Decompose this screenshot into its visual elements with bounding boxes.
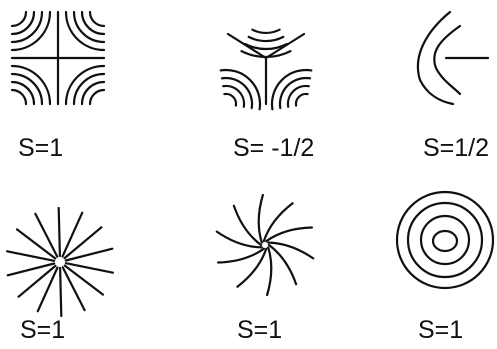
field-line — [80, 10, 106, 36]
field-line — [10, 10, 52, 52]
field-line — [217, 247, 265, 264]
field-line — [219, 68, 262, 111]
field-line — [247, 35, 285, 43]
field-line — [223, 92, 238, 107]
field-line — [10, 72, 44, 106]
radial-aster-icon — [5, 206, 115, 318]
field-line — [278, 76, 312, 110]
field-line — [72, 72, 106, 106]
field-line — [34, 212, 59, 258]
field-line — [57, 206, 62, 258]
field-line — [286, 84, 310, 108]
field-line — [17, 264, 57, 298]
field-line — [10, 80, 36, 106]
field-line — [10, 10, 44, 44]
field-line — [294, 92, 309, 107]
field-line — [220, 76, 254, 110]
field-line — [267, 243, 298, 286]
field-line — [63, 264, 105, 296]
field-line — [88, 10, 106, 28]
field-line — [10, 64, 52, 106]
field-line — [80, 80, 106, 106]
field-line — [10, 10, 28, 28]
field-line — [64, 10, 106, 52]
defect-label: S= -1/2 — [233, 134, 315, 162]
field-line — [262, 202, 294, 243]
field-line — [63, 226, 103, 260]
spiral-vortex-icon — [215, 193, 315, 297]
defect-label: S=1 — [18, 134, 64, 162]
field-line — [36, 266, 59, 313]
field-line — [244, 42, 288, 51]
field-line — [215, 230, 263, 249]
field-line — [61, 211, 84, 258]
comet-icon — [416, 10, 490, 106]
field-line — [270, 68, 313, 111]
field-line — [64, 247, 114, 262]
defect-label: S=1 — [237, 316, 283, 344]
field-line — [257, 193, 264, 244]
field-line — [72, 10, 106, 44]
field-line — [265, 226, 313, 243]
field-line — [267, 241, 315, 260]
defect-label: S=1 — [20, 316, 66, 344]
field-line — [240, 50, 292, 59]
field-line — [58, 266, 63, 318]
field-line — [64, 64, 106, 106]
field-line — [232, 204, 263, 247]
field-line — [236, 247, 268, 288]
saddle-square-icon — [10, 10, 106, 106]
trefoil-icon — [219, 28, 313, 111]
field-line — [266, 246, 273, 297]
field-line — [10, 88, 28, 106]
defect-label: S=1 — [418, 316, 464, 344]
field-line — [61, 266, 86, 312]
field-line — [226, 32, 268, 60]
field-line — [222, 84, 246, 108]
field-line — [5, 250, 56, 262]
concentric-circles-icon — [395, 190, 495, 290]
field-line — [15, 228, 57, 260]
field-line — [64, 262, 115, 274]
field-line — [10, 10, 36, 36]
field-line — [264, 32, 306, 60]
field-line — [6, 262, 56, 277]
field-line — [88, 88, 106, 106]
defect-label: S=1/2 — [423, 134, 490, 162]
field-line — [251, 28, 281, 34]
